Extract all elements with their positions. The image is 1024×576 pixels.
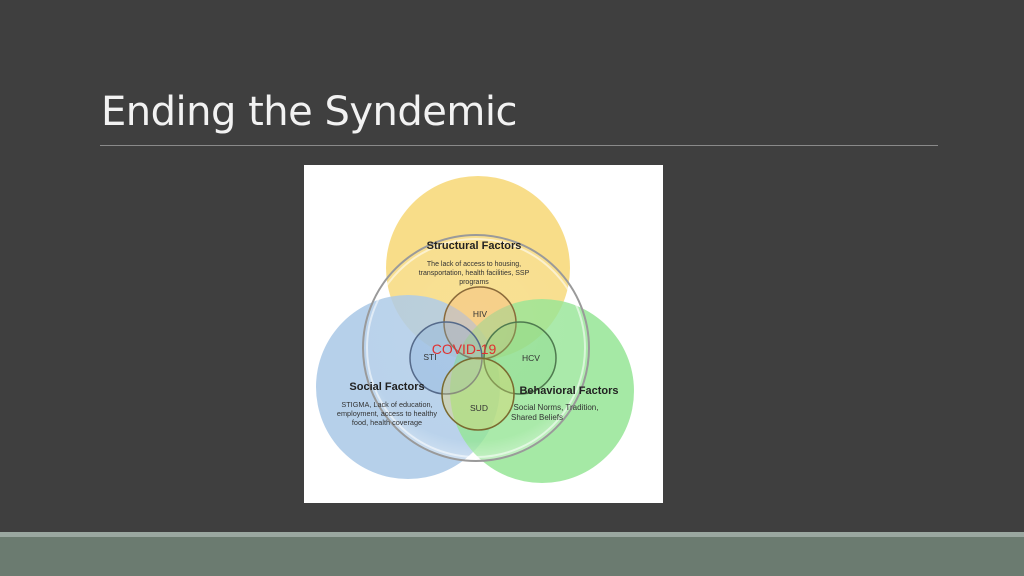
social-factors-line-3: food, health coverage xyxy=(352,418,422,427)
venn-svg: Structural Factors The lack of access to… xyxy=(316,176,634,483)
title-divider xyxy=(100,145,938,146)
structural-factors-heading: Structural Factors xyxy=(427,240,522,252)
syndemic-sphere-inner-ring xyxy=(366,238,586,458)
hcv-label: HCV xyxy=(522,353,540,363)
social-factors-line-2: employment, access to healthy xyxy=(337,409,438,418)
slide-title: Ending the Syndemic xyxy=(101,89,517,135)
structural-factors-line-2: transportation, health facilities, SSP xyxy=(419,270,530,277)
footer-accent-line xyxy=(0,532,1024,537)
sud-ring xyxy=(441,357,515,431)
structural-factors-line-3: programs xyxy=(459,279,489,286)
footer-band xyxy=(0,537,1024,576)
structural-factors-line-1: The lack of access to housing, xyxy=(427,261,521,268)
behavioral-factors-line-1: Social Norms, Tradition, xyxy=(514,403,599,412)
behavioral-factors-line-2: Shared Beliefs xyxy=(511,413,563,422)
hiv-label: HIV xyxy=(473,309,488,319)
sti-label: STI xyxy=(423,352,436,362)
hiv-ring xyxy=(443,286,517,360)
behavioral-factors-heading: Behavioral Factors xyxy=(519,385,618,397)
social-factors-heading: Social Factors xyxy=(349,381,424,393)
syndemic-venn-diagram: Structural Factors The lack of access to… xyxy=(304,165,663,503)
covid-19-label: COVID-19 xyxy=(432,341,497,357)
sud-label: SUD xyxy=(470,403,488,413)
syndemic-sphere xyxy=(362,234,590,462)
social-factors-line-1: STIGMA, Lack of education, xyxy=(341,400,432,409)
